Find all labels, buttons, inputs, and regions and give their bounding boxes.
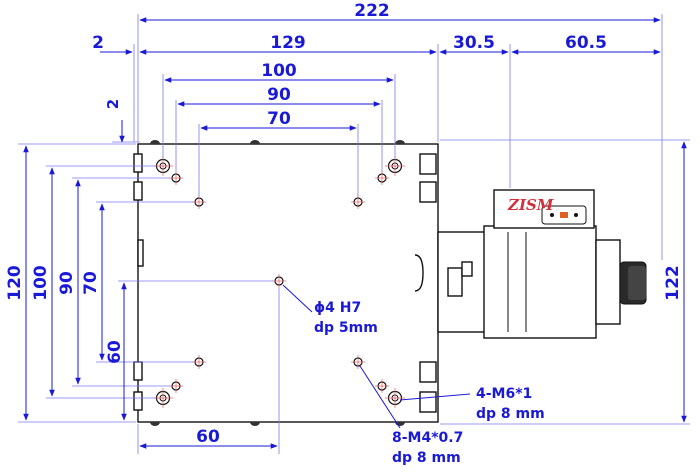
dim-100-left-label: 100 bbox=[31, 265, 51, 301]
dim-122-label: 122 bbox=[663, 265, 683, 301]
left-tab-bottom bbox=[133, 391, 143, 411]
leader-lines bbox=[282, 284, 471, 429]
dim-90-top-label: 90 bbox=[267, 85, 291, 105]
m4-leader bbox=[359, 365, 401, 429]
motor-assembly: ZISM bbox=[437, 189, 647, 339]
callout-labels: ϕ4 H7 dp 5mm 4-M6*1 dp 8 mm 8-M4*0.7 dp … bbox=[314, 300, 545, 466]
m4-callout-line1: 8-M4*0.7 bbox=[392, 430, 463, 446]
dimension-labels: 222 2 129 30.5 60.5 100 90 70 2 120 100 … bbox=[5, 1, 683, 447]
dim-60-5-label: 60.5 bbox=[565, 33, 607, 53]
left-tab-lower bbox=[133, 361, 143, 381]
dim-70-top-label: 70 bbox=[267, 109, 291, 129]
dim-60-bottom-label: 60 bbox=[196, 427, 220, 447]
coupling-block bbox=[437, 231, 489, 333]
dim-30-5-label: 30.5 bbox=[453, 33, 495, 53]
center-hole-callout-line2: dp 5mm bbox=[314, 320, 378, 336]
left-tab-upper bbox=[133, 181, 143, 201]
right-tab-upper bbox=[419, 181, 437, 203]
dim-90-left-label: 90 bbox=[57, 271, 77, 295]
zism-logo: ZISM bbox=[507, 196, 554, 214]
right-tab-top bbox=[419, 153, 437, 175]
m4-callout-line2: dp 8 mm bbox=[392, 450, 461, 466]
m6-callout-line2: dp 8 mm bbox=[476, 406, 545, 422]
dim-60-left-label: 60 bbox=[105, 340, 125, 364]
m6-callout-line1: 4-M6*1 bbox=[476, 386, 532, 402]
right-tab-bottom bbox=[419, 391, 437, 413]
center-hole-callout-line1: ϕ4 H7 bbox=[314, 300, 361, 316]
m6-leader bbox=[399, 393, 471, 401]
stage-body bbox=[133, 140, 439, 426]
dim-100-top-label: 100 bbox=[261, 61, 297, 81]
dim-2-left-label: 2 bbox=[92, 33, 104, 53]
left-tab-top bbox=[133, 153, 143, 173]
dim-222-label: 222 bbox=[354, 1, 390, 21]
dim-120-label: 120 bbox=[5, 265, 25, 301]
centerlines bbox=[153, 156, 405, 408]
motor-end-cap bbox=[595, 239, 621, 325]
center-hole-leader bbox=[282, 284, 313, 313]
dim-129-label: 129 bbox=[270, 33, 306, 53]
motor-body bbox=[483, 225, 597, 339]
right-tab-lower bbox=[419, 361, 437, 383]
dimension-lines bbox=[23, 17, 687, 449]
dim-2-top-label: 2 bbox=[104, 99, 122, 109]
extension-lines bbox=[18, 14, 690, 454]
dim-70-left-label: 70 bbox=[81, 271, 101, 295]
